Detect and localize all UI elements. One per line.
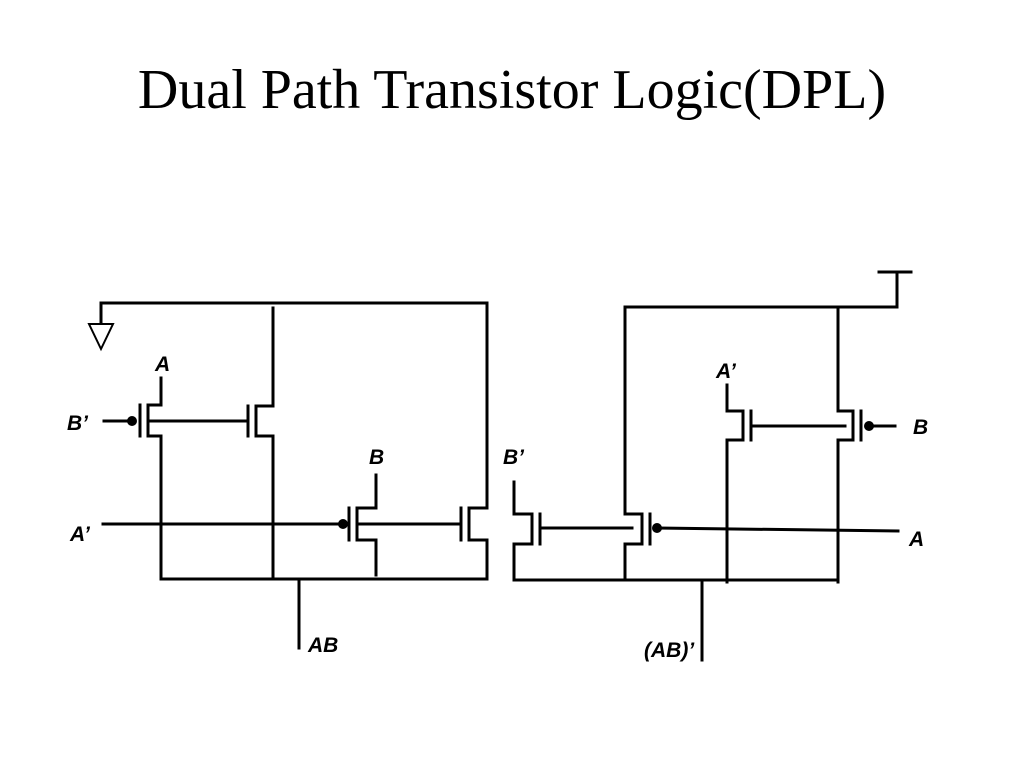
nmos-transistor-2 <box>355 301 489 578</box>
label-and-output: AB <box>307 634 338 657</box>
label-b-top: B <box>369 446 384 469</box>
pmos-transistor-3 <box>623 305 900 580</box>
label-a-prime-top: A’ <box>715 360 737 383</box>
slide-title: Dual Path Transistor Logic(DPL) <box>137 59 887 121</box>
and-gate-circuit: A B’ B A’ AB <box>67 301 489 657</box>
pmos-transistor-2 <box>101 473 378 577</box>
label-a-input: A <box>908 528 924 551</box>
nmos-transistor-3 <box>512 480 634 580</box>
label-a-top: A <box>154 353 170 376</box>
vdd-supply-icon <box>877 270 913 309</box>
label-b-input: B <box>913 416 928 439</box>
label-a-prime-input: A’ <box>69 523 91 546</box>
label-b-prime-input: B’ <box>67 412 89 435</box>
nand-gate-circuit: B’ A’ B A (AB)’ <box>503 270 928 662</box>
pmos-transistor-1 <box>102 376 163 580</box>
label-nand-output: (AB)’ <box>644 639 695 662</box>
nmos-transistor-4 <box>725 383 847 584</box>
ground-icon <box>87 301 115 352</box>
label-b-prime-top: B’ <box>503 446 525 469</box>
nmos-transistor-1 <box>146 306 275 580</box>
pmos-transistor-4 <box>836 305 897 584</box>
